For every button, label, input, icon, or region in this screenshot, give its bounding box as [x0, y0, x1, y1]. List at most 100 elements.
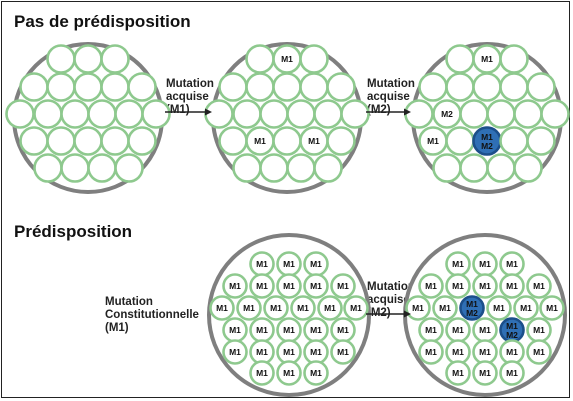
cell — [73, 44, 103, 74]
cell — [141, 99, 171, 129]
cell — [326, 126, 356, 156]
cell-label: M1 — [425, 281, 437, 291]
cell-label: M1 — [254, 136, 266, 146]
cell-label: M1 — [466, 299, 478, 309]
cell — [46, 72, 76, 102]
cell-label: M1 — [229, 347, 241, 357]
cell — [445, 360, 471, 386]
cell — [259, 99, 289, 129]
cell-label: M1 — [533, 325, 545, 335]
cell — [272, 126, 302, 156]
cell — [73, 126, 103, 156]
cell — [114, 153, 144, 183]
cell — [100, 126, 130, 156]
arrowhead-top-1 — [205, 108, 212, 116]
tissue-bottom-1 — [207, 233, 371, 397]
cell-label: M1 — [452, 325, 464, 335]
cell — [19, 72, 49, 102]
cell-label: M2 — [506, 330, 518, 340]
cell — [499, 273, 525, 299]
cell — [290, 295, 316, 321]
cell-label: M1 — [439, 303, 451, 313]
cell — [33, 99, 63, 129]
cell — [276, 360, 302, 386]
cell — [513, 99, 543, 129]
cell — [222, 339, 248, 365]
cell-label: M1 — [310, 325, 322, 335]
cell-label: M1 — [324, 303, 336, 313]
cell-label: M1 — [479, 347, 491, 357]
cell — [299, 72, 329, 102]
cell — [60, 153, 90, 183]
cell — [222, 273, 248, 299]
cell-label: M2 — [441, 109, 453, 119]
cell-label: M1 — [479, 325, 491, 335]
cell — [459, 153, 489, 183]
cell — [445, 44, 475, 74]
cell — [317, 295, 343, 321]
cell — [445, 273, 471, 299]
cell-label: M1 — [479, 281, 491, 291]
cell-label: M2 — [466, 308, 478, 318]
cell — [272, 72, 302, 102]
cell — [526, 339, 552, 365]
cell-label: M1 — [493, 303, 505, 313]
cell — [46, 126, 76, 156]
cell-label: M1 — [427, 136, 439, 146]
cell-label: M1 — [506, 281, 518, 291]
cell — [343, 295, 369, 321]
arrowhead-top-2 — [404, 108, 411, 116]
cell-label: M1 — [425, 347, 437, 357]
cell-label: M1 — [520, 303, 532, 313]
cell-label: M1 — [412, 303, 424, 313]
cell-label: M1 — [297, 303, 309, 313]
cell — [526, 273, 552, 299]
cell — [19, 126, 49, 156]
cell — [486, 295, 512, 321]
cell — [303, 360, 329, 386]
cell-label: M1 — [337, 325, 349, 335]
heading-no-predisposition: Pas de prédisposition — [14, 12, 191, 31]
cell — [232, 153, 262, 183]
cell-label: M1 — [256, 347, 268, 357]
cell-label: M1 — [256, 368, 268, 378]
cell — [513, 295, 539, 321]
cell-label: M1 — [310, 259, 322, 269]
cell — [445, 72, 475, 102]
cell — [249, 273, 275, 299]
cell-label: M1 — [283, 259, 295, 269]
cell — [486, 99, 516, 129]
heading-predisposition: Prédisposition — [14, 222, 133, 241]
cell — [459, 99, 489, 129]
cell — [499, 360, 525, 386]
cell — [73, 72, 103, 102]
cell — [540, 99, 570, 129]
cell — [330, 273, 356, 299]
cell — [526, 72, 556, 102]
cell-label: M1 — [452, 259, 464, 269]
cell-label: M1 — [506, 321, 518, 331]
cell — [127, 126, 157, 156]
cell-label: M1 — [281, 54, 293, 64]
cell-label: M1 — [310, 347, 322, 357]
cell-label: M1 — [452, 281, 464, 291]
cell — [432, 153, 462, 183]
cell — [405, 295, 431, 321]
cell-label: M1 — [481, 132, 493, 142]
cell — [249, 360, 275, 386]
cell — [526, 126, 556, 156]
cell-label: M1 — [506, 347, 518, 357]
cell-label: M1 — [283, 368, 295, 378]
cell-label: M1 — [256, 325, 268, 335]
cell — [340, 99, 370, 129]
cell-label: M1 — [310, 368, 322, 378]
cell — [87, 153, 117, 183]
cell — [33, 153, 63, 183]
cell-label: M1 — [308, 136, 320, 146]
cell — [276, 273, 302, 299]
cell — [313, 99, 343, 129]
